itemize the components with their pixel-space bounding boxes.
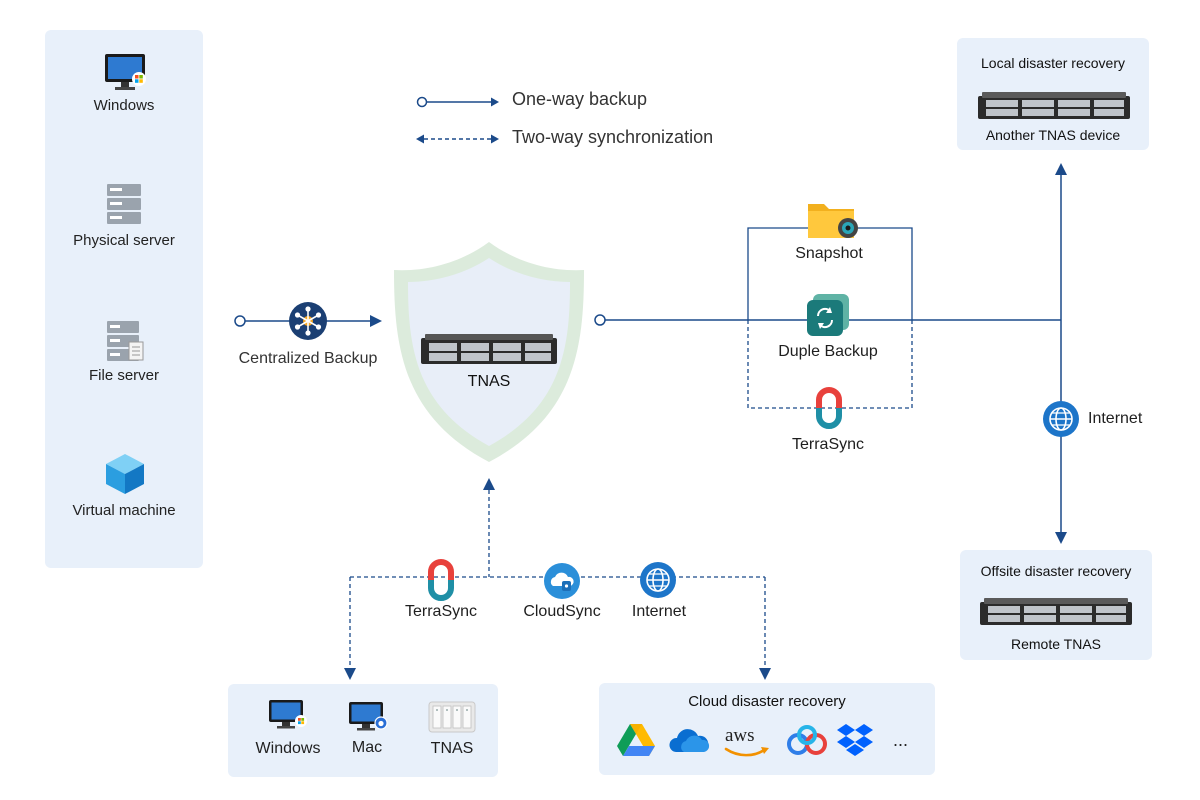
duple-backup-label: Duple Backup <box>778 343 878 360</box>
source-windows-label: Windows <box>93 97 155 114</box>
client-windows-label: Windows <box>255 740 321 757</box>
local-dr-device-label: Another TNAS device <box>985 127 1121 143</box>
legend-one-way-label: One-way backup <box>512 89 648 109</box>
terrasync-icon <box>816 387 842 429</box>
source-file-server-label: File server <box>88 367 160 384</box>
baidu-cloud-icon <box>787 725 827 755</box>
aws-smile-icon <box>724 747 769 757</box>
remote-tnas-device-icon <box>980 598 1132 625</box>
terrasync-bottom-label: TerraSync <box>404 603 478 620</box>
duple-backup-icon <box>807 294 849 336</box>
server-rack-icon <box>107 184 141 224</box>
centralized-backup-label: Centralized Backup <box>238 350 378 367</box>
dropbox-icon <box>837 724 873 756</box>
offsite-dr-device-label: Remote TNAS <box>1011 636 1101 652</box>
internet-bottom-label: Internet <box>631 603 687 620</box>
legend-one-way-line <box>416 96 499 108</box>
mac-monitor-icon <box>349 702 388 731</box>
onedrive-cloud-icon <box>669 729 710 752</box>
client-mac-label: Mac <box>351 739 383 756</box>
terrasync-bottom-icon <box>428 559 454 601</box>
aws-logo-text: aws <box>725 725 755 746</box>
centralized-backup-icon <box>289 302 327 340</box>
windows-monitor-icon <box>105 54 146 90</box>
tnas-rack-device-icon <box>421 334 557 364</box>
source-physical-server-label: Physical server <box>73 232 175 249</box>
legend-two-way-line <box>416 134 499 144</box>
client-tnas-label: TNAS <box>430 740 474 757</box>
more-providers-ellipsis: ... <box>893 730 909 750</box>
snapshot-folder-icon <box>808 204 858 238</box>
cloudsync-label: CloudSync <box>523 603 601 620</box>
cube-icon <box>106 454 144 494</box>
globe-bottom-icon <box>640 562 676 598</box>
cloud-dr-title: Cloud disaster recovery <box>688 693 846 710</box>
internet-right-label: Internet <box>1088 410 1143 427</box>
snapshot-label: Snapshot <box>795 245 863 262</box>
tnas-core-label: TNAS <box>467 373 511 390</box>
offsite-dr-title: Offsite disaster recovery <box>980 563 1132 579</box>
tnas-desktop-icon <box>428 701 476 733</box>
file-server-icon <box>107 321 144 361</box>
terrasync-right-label: TerraSync <box>791 436 865 453</box>
source-virtual-machine-label: Virtual machine <box>72 502 176 519</box>
cloudsync-icon <box>544 563 580 599</box>
local-dr-title: Local disaster recovery <box>981 55 1125 71</box>
google-drive-icon <box>617 724 655 756</box>
legend-two-way-label: Two-way synchronization <box>512 127 714 147</box>
another-tnas-device-icon <box>978 92 1130 119</box>
windows-monitor-icon <box>269 700 307 729</box>
globe-icon <box>1043 401 1079 437</box>
cloud-dr-panel <box>599 683 935 775</box>
